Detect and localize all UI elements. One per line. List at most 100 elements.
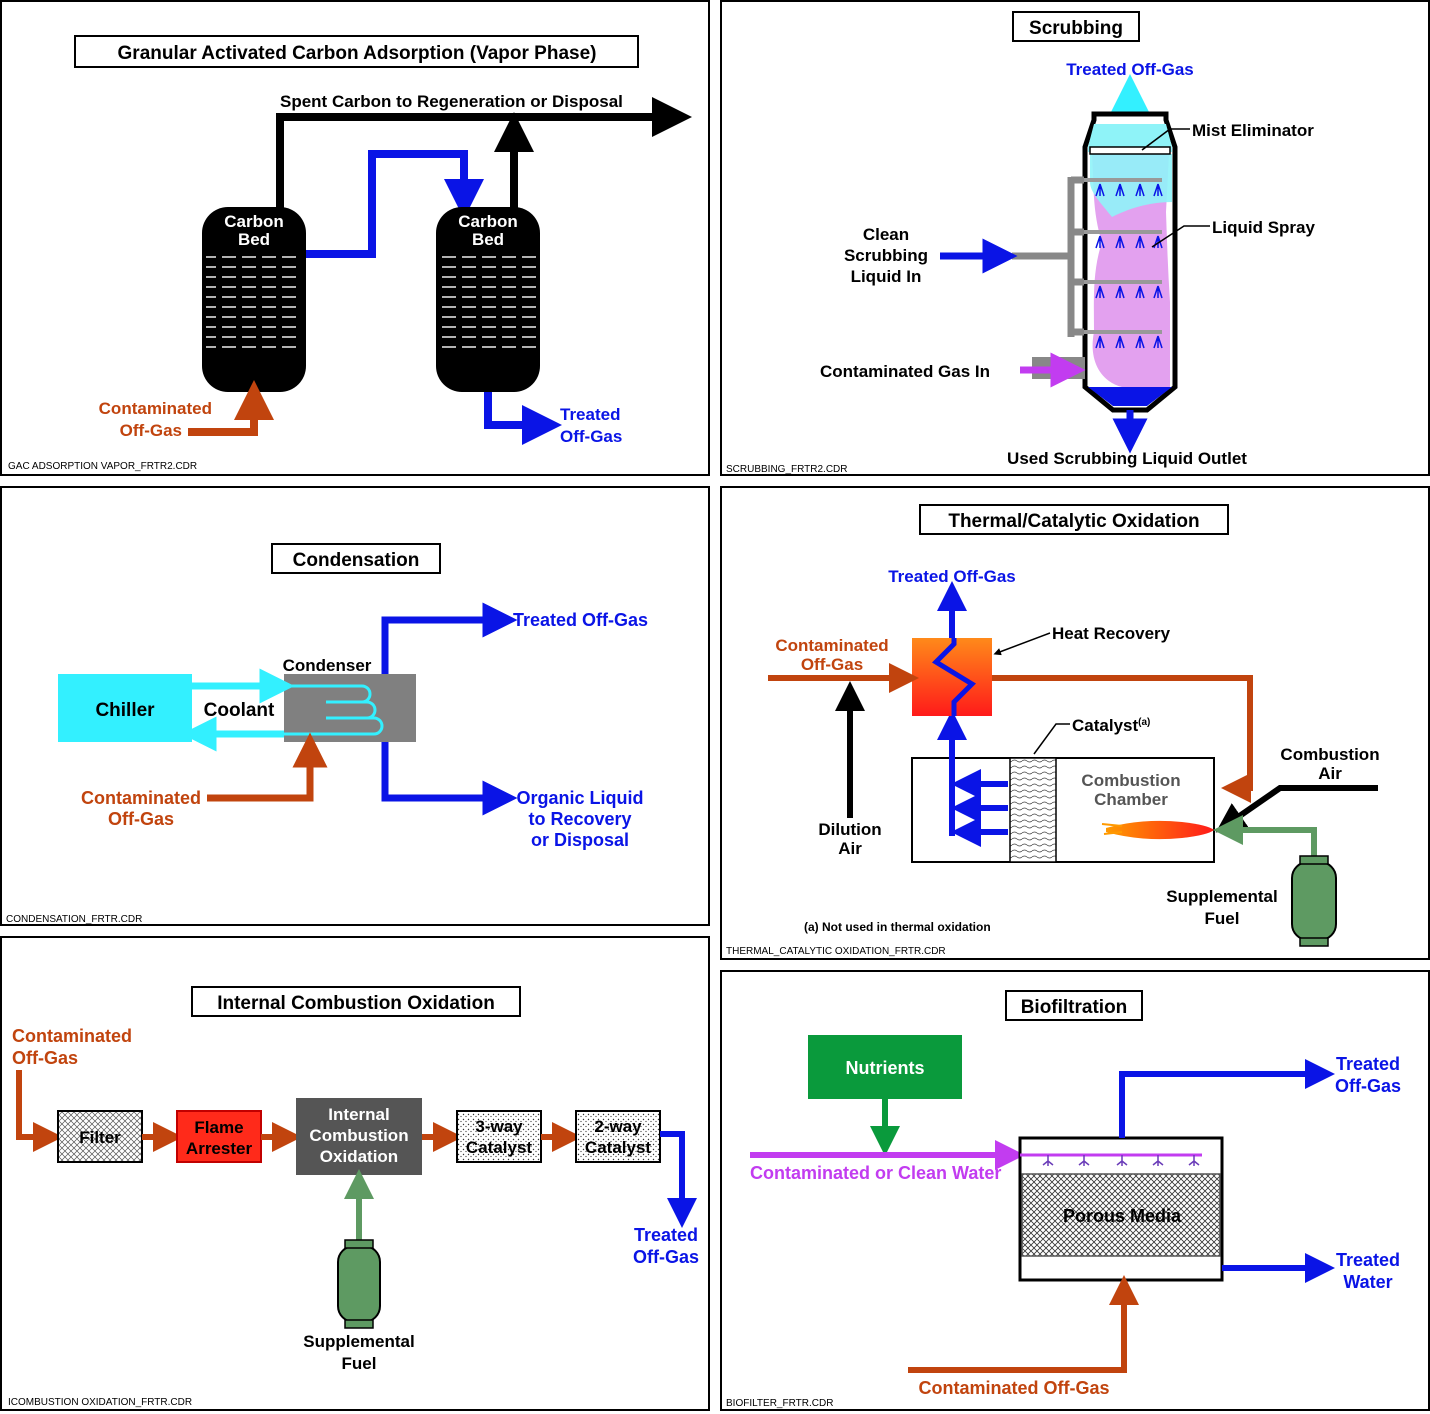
cond-title-box — [271, 543, 441, 574]
ice-contam-line1: Contaminated — [12, 1026, 132, 1046]
comb-air-line1: Combustion — [1280, 745, 1379, 764]
ice-filename: ICOMBUSTION OXIDATION_FRTR.CDR — [8, 1397, 192, 1408]
scrub-clean-line2: Scrubbing — [844, 246, 928, 265]
ice-treated-line1: Treated — [634, 1225, 698, 1245]
cat3-line1: 3-way — [475, 1117, 523, 1136]
panel-condensation: Condensation Chiller Condenser Coolant T… — [0, 486, 710, 926]
cat2-line1: 2-way — [594, 1117, 642, 1136]
thermal-title: Thermal/Catalytic Oxidation — [948, 511, 1199, 532]
condenser-coil — [284, 684, 384, 736]
scrub-contam-label: Contaminated Gas In — [820, 362, 990, 381]
catalyst-2way-box — [575, 1110, 661, 1163]
porous-media-label: Porous Media — [1063, 1206, 1182, 1226]
comb-air-line2: Air — [1318, 764, 1342, 783]
scrub-title: Scrubbing — [1029, 18, 1123, 39]
gac-spent-label: Spent Carbon to Regeneration or Disposal — [280, 92, 623, 111]
filter-label: Filter — [79, 1128, 121, 1147]
bed1-label-line1: Carbon — [224, 212, 284, 231]
porous-media-bed — [1021, 1173, 1221, 1257]
liquid-spray-nozzles — [1095, 183, 1163, 349]
panel-internal-combustion: Internal Combustion Oxidation Contaminat… — [0, 936, 710, 1411]
cond-title: Condensation — [293, 550, 420, 571]
ice-treated-arrow — [660, 1131, 697, 1228]
dilution-line2: Air — [838, 839, 862, 858]
ice-fuel-line1: Supplemental — [303, 1332, 414, 1351]
ice-title-box — [191, 986, 521, 1017]
cond-organic-arrow — [381, 742, 518, 816]
coolant-label: Coolant — [204, 700, 275, 721]
scrubbing-diagram: Scrubbing Treated Off-Gas Mist Eliminato… — [726, 11, 1316, 475]
heat-recovery-zigzag — [931, 638, 977, 716]
gac-title: Granular Activated Carbon Adsorption (Va… — [118, 43, 597, 64]
thermal-treated-label: Treated Off-Gas — [888, 567, 1016, 586]
ice-contam-arrow — [16, 1070, 63, 1152]
gac-contam-line1: Contaminated — [99, 399, 212, 418]
dilution-line1: Dilution — [818, 820, 881, 839]
bed1-label-line2: Bed — [238, 230, 270, 249]
ico-line2: Combustion — [309, 1126, 408, 1145]
chamber-line2: Chamber — [1094, 790, 1168, 809]
thermal-note: (a) Not used in thermal oxidation — [804, 920, 991, 934]
thermal-contam-line2: Off-Gas — [801, 655, 863, 674]
catalyst-bed — [1009, 757, 1057, 863]
scrub-clean-line1: Clean — [863, 225, 909, 244]
scrubbing-tower — [1082, 111, 1178, 413]
cond-treated-arrow — [381, 602, 518, 674]
panel-scrubbing: Scrubbing Treated Off-Gas Mist Eliminato… — [720, 0, 1430, 476]
scrub-filename: SCRUBBING_FRTR2.CDR — [726, 464, 848, 474]
chamber-line1: Combustion — [1081, 771, 1180, 790]
gac-treated-line1: Treated — [560, 405, 620, 424]
ice-fuel-tank-icon — [337, 1239, 381, 1329]
thermal-preheated-arrow — [992, 675, 1253, 803]
ice-contam-line2: Off-Gas — [12, 1048, 78, 1068]
ice-fuel-line2: Fuel — [342, 1354, 377, 1373]
bio-treated-water-line2: Water — [1343, 1272, 1392, 1292]
flame-line2: Arrester — [186, 1139, 253, 1158]
condenser-label: Condenser — [283, 656, 372, 675]
ice-treated-line2: Off-Gas — [633, 1247, 699, 1267]
scrub-used-label: Used Scrubbing Liquid Outlet — [1007, 449, 1247, 468]
panel-thermal: Thermal/Catalytic Oxidation Treated Off-… — [720, 486, 1430, 960]
flame-arrester-box — [176, 1110, 262, 1163]
heat-recovery-label: Heat Recovery — [1052, 624, 1171, 643]
thermal-fuel-line2: Fuel — [1205, 909, 1240, 928]
chamber-flow-arrows — [937, 710, 1008, 847]
burner-flame-icon — [1106, 820, 1214, 840]
bed2-label-line1: Carbon — [458, 212, 518, 231]
gac-treated-line2: Off-Gas — [560, 427, 622, 446]
bio-filename: BIOFILTER_FRTR.CDR — [726, 1398, 833, 1409]
gac-diagram: Granular Activated Carbon Adsorption (Va… — [8, 35, 692, 472]
scrub-spray-label: Liquid Spray — [1212, 218, 1316, 237]
bio-treated-water-line1: Treated — [1336, 1250, 1400, 1270]
carbon-bed-2 — [436, 207, 540, 392]
bio-treated-gas-arrow — [1119, 1059, 1335, 1138]
catalyst-label: Catalyst(a) — [1072, 716, 1150, 735]
ice-engine-box — [296, 1098, 422, 1175]
gac-treated-arrow — [484, 392, 562, 445]
cat3-line2: Catalyst — [466, 1138, 532, 1157]
gac-bed-connector-line — [304, 150, 484, 258]
gac-spent-carbon-line — [276, 97, 692, 210]
water-in-label: Contaminated or Clean Water — [750, 1163, 1001, 1183]
gac-title-box — [74, 35, 639, 68]
spray-headers — [1084, 178, 1162, 334]
cond-treated-label: Treated Off-Gas — [513, 610, 648, 630]
thermal-contam-line1: Contaminated — [775, 636, 888, 655]
scrub-mist-label: Mist Eliminator — [1192, 121, 1314, 140]
chiller-box — [58, 674, 192, 742]
scrub-title-box — [1012, 11, 1140, 42]
cond-contam-arrow — [207, 732, 328, 802]
cat2-line2: Catalyst — [585, 1138, 651, 1157]
condenser-box — [284, 674, 416, 742]
catalyst-3way-box — [456, 1110, 542, 1163]
bio-contam-arrow — [908, 1275, 1139, 1373]
bio-treated-gas-line1: Treated — [1336, 1054, 1400, 1074]
gac-filename: GAC ADSORPTION VAPOR_FRTR2.CDR — [8, 461, 197, 472]
cond-contam-line1: Contaminated — [81, 788, 201, 808]
cond-organic-line3: or Disposal — [531, 830, 629, 850]
combustion-air-arrow — [1215, 785, 1378, 833]
bio-treated-gas-line2: Off-Gas — [1335, 1076, 1401, 1096]
scrub-clean-line3: Liquid In — [851, 267, 922, 286]
thermal-title-box — [919, 504, 1229, 535]
gac-contam-arrow — [188, 380, 274, 436]
